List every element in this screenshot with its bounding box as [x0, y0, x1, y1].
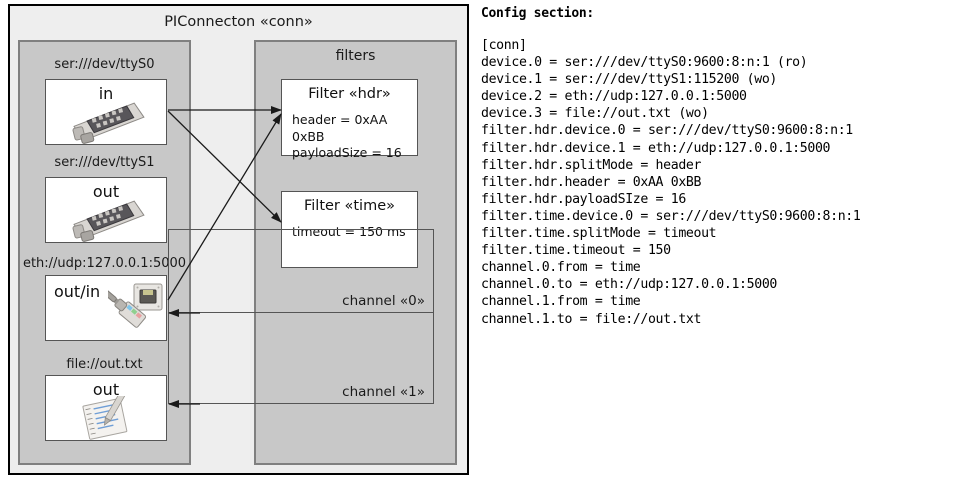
device-box-ttys0[interactable]: in [45, 79, 167, 145]
device-box-ttys1[interactable]: out [45, 177, 167, 243]
component-title: PIConnecton «conn» [164, 14, 313, 30]
config-section: Config section: [conn] device.0 = ser://… [481, 6, 959, 328]
ethernet-icon [108, 283, 163, 328]
device-label-file: file://out.txt [66, 357, 143, 372]
channel-route-0: channel «0» [168, 229, 434, 313]
device-io-ttys0: in [98, 84, 114, 103]
filters-panel-title: filters [335, 48, 376, 64]
device-label-eth: eth://udp:127.0.0.1:5000 [22, 256, 187, 271]
filter-title-hdr: Filter «hdr» [308, 86, 391, 102]
filter-attrs-hdr: header = 0xAA 0xBB payloadSize = 16 [292, 112, 417, 162]
device-label-ttys1: ser:///dev/ttyS1 [54, 155, 155, 170]
serial-port-icon [72, 102, 145, 144]
filter-attr: header = 0xAA 0xBB [292, 112, 388, 144]
filter-box-hdr[interactable]: Filter «hdr» header = 0xAA 0xBB payloadS… [281, 79, 418, 160]
filter-title-time: Filter «time» [303, 198, 396, 214]
device-label-ttys0: ser:///dev/ttyS0 [54, 57, 155, 72]
device-box-eth[interactable]: out/in [45, 275, 167, 341]
filter-attrs-time: timeout = 150 ms [292, 224, 406, 241]
config-heading: Config section: [481, 6, 594, 21]
device-io-eth: out/in [54, 282, 101, 301]
filter-attr: timeout = 150 ms [292, 224, 406, 239]
device-io-ttys1: out [92, 182, 120, 201]
config-body: [conn] device.0 = ser:///dev/ttyS0:9600:… [481, 38, 861, 327]
device-io-file: out [92, 380, 120, 399]
channel-label-0: channel «0» [342, 293, 425, 309]
filter-attr: payloadSize = 16 [292, 145, 402, 160]
device-box-file[interactable]: out [45, 375, 167, 441]
channel-label-1: channel «1» [342, 384, 425, 400]
serial-port-icon [72, 200, 145, 242]
file-text-icon [82, 396, 128, 440]
channel-route-1: channel «1» [168, 312, 434, 404]
